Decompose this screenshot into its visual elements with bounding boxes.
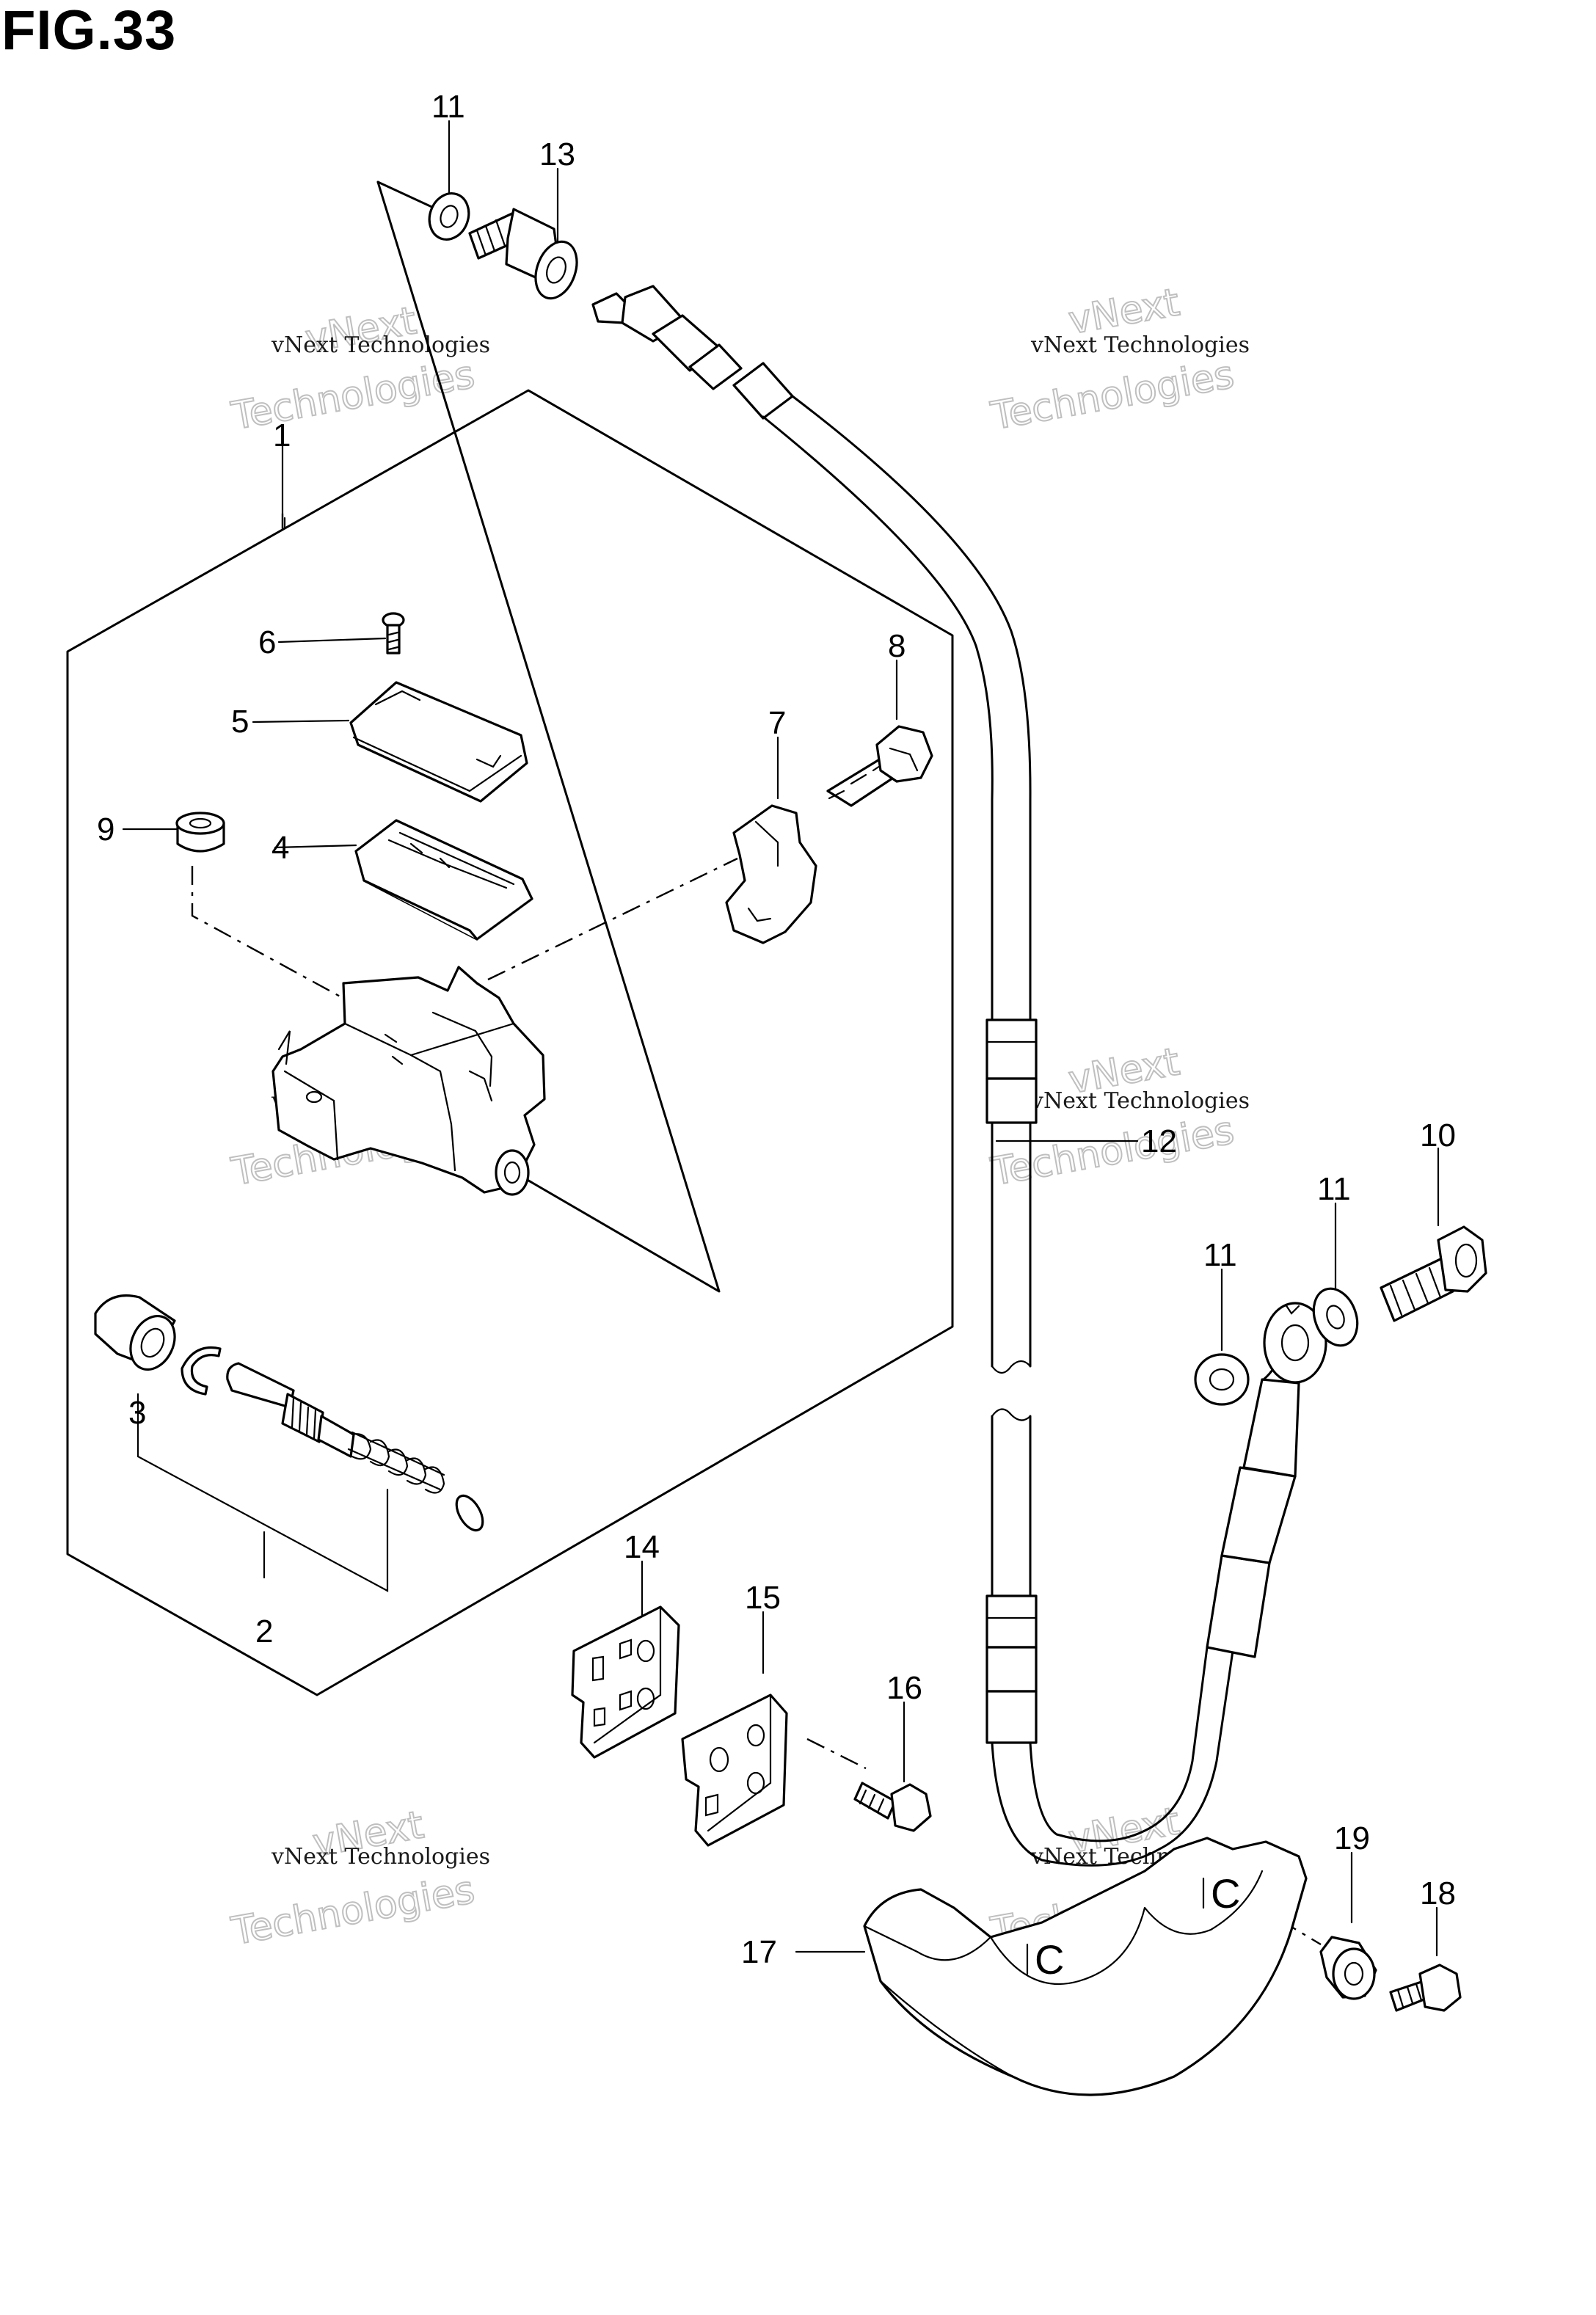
svg-text:vNext Technologies: vNext Technologies xyxy=(271,332,490,358)
washer-11-top xyxy=(428,192,470,241)
circlip xyxy=(181,1346,222,1396)
callout-13: 13 xyxy=(539,136,575,172)
svg-text:Technologies: Technologies xyxy=(228,353,478,439)
union-bolt-13 xyxy=(468,208,578,300)
bolt-8 xyxy=(826,725,933,807)
clamp-7 xyxy=(725,804,817,944)
callout-15: 15 xyxy=(745,1580,781,1616)
svg-text:vNext Technologies: vNext Technologies xyxy=(271,1844,490,1870)
reservoir-cap-5 xyxy=(349,681,528,803)
piston-set-2 xyxy=(226,1362,484,1532)
figure-title: FIG.33 xyxy=(1,0,177,62)
callout-11-top: 11 xyxy=(431,89,465,125)
callout-10: 10 xyxy=(1420,1118,1456,1153)
callout-5: 5 xyxy=(231,704,249,740)
callout-2: 2 xyxy=(255,1614,273,1649)
watermark-2: Technologies vNext vNext Technologies xyxy=(987,280,1250,440)
svg-text:Technologies: Technologies xyxy=(988,353,1237,439)
plate-15 xyxy=(681,1694,788,1847)
washer-11-left xyxy=(1194,1353,1250,1406)
callout-11-right: 11 xyxy=(1317,1171,1351,1207)
brake-hose-12 xyxy=(591,285,1327,1867)
screw-16 xyxy=(853,1782,932,1832)
svg-text:vNext Technologies: vNext Technologies xyxy=(1030,332,1250,358)
hose-guard-17: C C xyxy=(863,1837,1308,2096)
callout-7: 7 xyxy=(768,705,786,741)
callout-16: 16 xyxy=(886,1670,922,1706)
callout-6: 6 xyxy=(258,624,276,660)
union-bolt-10 xyxy=(1380,1225,1487,1322)
callout-17: 17 xyxy=(741,1934,777,1970)
diaphragm-4 xyxy=(354,819,533,941)
boot-3 xyxy=(94,1294,176,1371)
pad-mark-2: C xyxy=(1211,1870,1240,1917)
washer-11-right xyxy=(1312,1287,1359,1347)
callout-4: 4 xyxy=(272,830,289,866)
callout-18: 18 xyxy=(1420,1875,1456,1911)
screw-6 xyxy=(382,612,405,655)
leader-lines xyxy=(122,120,1440,1957)
collar-19 xyxy=(1319,1936,1377,2000)
master-cylinder-body xyxy=(272,966,546,1196)
callout-labels: 1 2 3 4 5 6 7 8 9 10 11 11 11 12 13 14 1… xyxy=(97,89,1456,1970)
svg-text:Technologies: Technologies xyxy=(228,1868,478,1954)
callout-14: 14 xyxy=(624,1529,660,1565)
svg-text:vNext Technologies: vNext Technologies xyxy=(1030,1088,1250,1114)
callout-9: 9 xyxy=(97,812,114,847)
watermark-5: Technologies vNext vNext Technologies xyxy=(227,1802,490,1955)
callout-19: 19 xyxy=(1334,1820,1370,1856)
pad-mark-1: C xyxy=(1035,1936,1064,1983)
callout-11-left: 11 xyxy=(1203,1237,1237,1273)
cap-9 xyxy=(175,812,225,853)
callout-1: 1 xyxy=(273,418,291,453)
callout-3: 3 xyxy=(128,1395,146,1431)
callout-8: 8 xyxy=(888,628,906,664)
plate-14 xyxy=(571,1605,680,1759)
assembly-outline xyxy=(66,389,954,1696)
bolt-18 xyxy=(1389,1964,1462,2012)
callout-12: 12 xyxy=(1141,1123,1177,1159)
